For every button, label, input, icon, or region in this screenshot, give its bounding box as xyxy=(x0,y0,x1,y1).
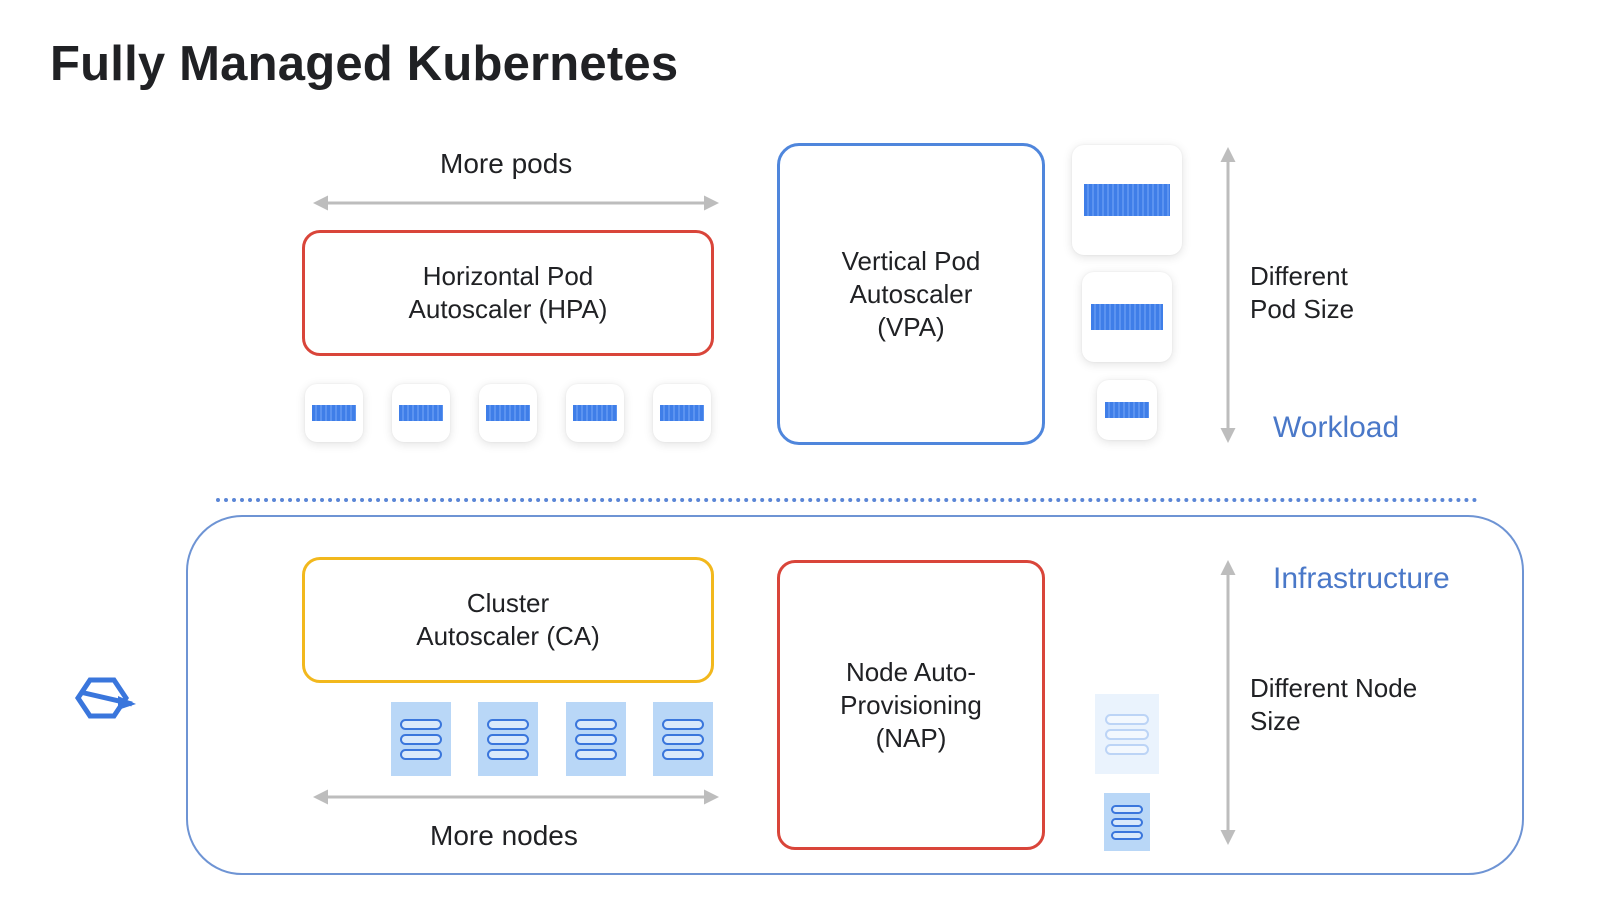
hpa-pod-2 xyxy=(392,384,450,442)
different-node-size-label: Different Node Size xyxy=(1250,673,1418,736)
hpa-pod-3 xyxy=(479,384,537,442)
vpa-pod-small xyxy=(1097,380,1157,440)
ca-node-3 xyxy=(566,702,626,776)
workload-label: Workload xyxy=(1273,411,1400,444)
vpa-pod-medium xyxy=(1082,272,1172,362)
ca-node-1 xyxy=(391,702,451,776)
vpa-box: Vertical Pod Autoscaler (VPA) xyxy=(777,143,1045,445)
hpa-box: Horizontal Pod Autoscaler (HPA) xyxy=(302,230,714,356)
ca-box: Cluster Autoscaler (CA) xyxy=(302,557,714,683)
hpa-pod-5 xyxy=(653,384,711,442)
ca-node-2 xyxy=(478,702,538,776)
nap-node-small xyxy=(1104,793,1150,851)
ca-node-4 xyxy=(653,702,713,776)
vpa-label: Vertical Pod Autoscaler (VPA) xyxy=(841,245,981,342)
more-nodes-label: More nodes xyxy=(430,820,578,851)
nap-label: Node Auto- Provisioning (NAP) xyxy=(840,656,982,753)
vpa-pod-large xyxy=(1072,145,1182,255)
hpa-label: Horizontal Pod Autoscaler (HPA) xyxy=(408,261,608,324)
more-pods-label: More pods xyxy=(440,148,573,179)
infrastructure-label: Infrastructure xyxy=(1273,562,1450,595)
page-title: Fully Managed Kubernetes xyxy=(50,37,679,91)
nap-node-faded xyxy=(1095,694,1159,774)
hpa-pod-4 xyxy=(566,384,624,442)
section-divider xyxy=(216,498,1478,502)
nap-box: Node Auto- Provisioning (NAP) xyxy=(777,560,1045,850)
infrastructure-frame xyxy=(186,515,1524,875)
ca-label: Cluster Autoscaler (CA) xyxy=(416,588,600,651)
gke-hexagon-icon xyxy=(74,677,136,719)
different-pod-size-label: Different Pod Size xyxy=(1250,261,1355,324)
hpa-pod-1 xyxy=(305,384,363,442)
